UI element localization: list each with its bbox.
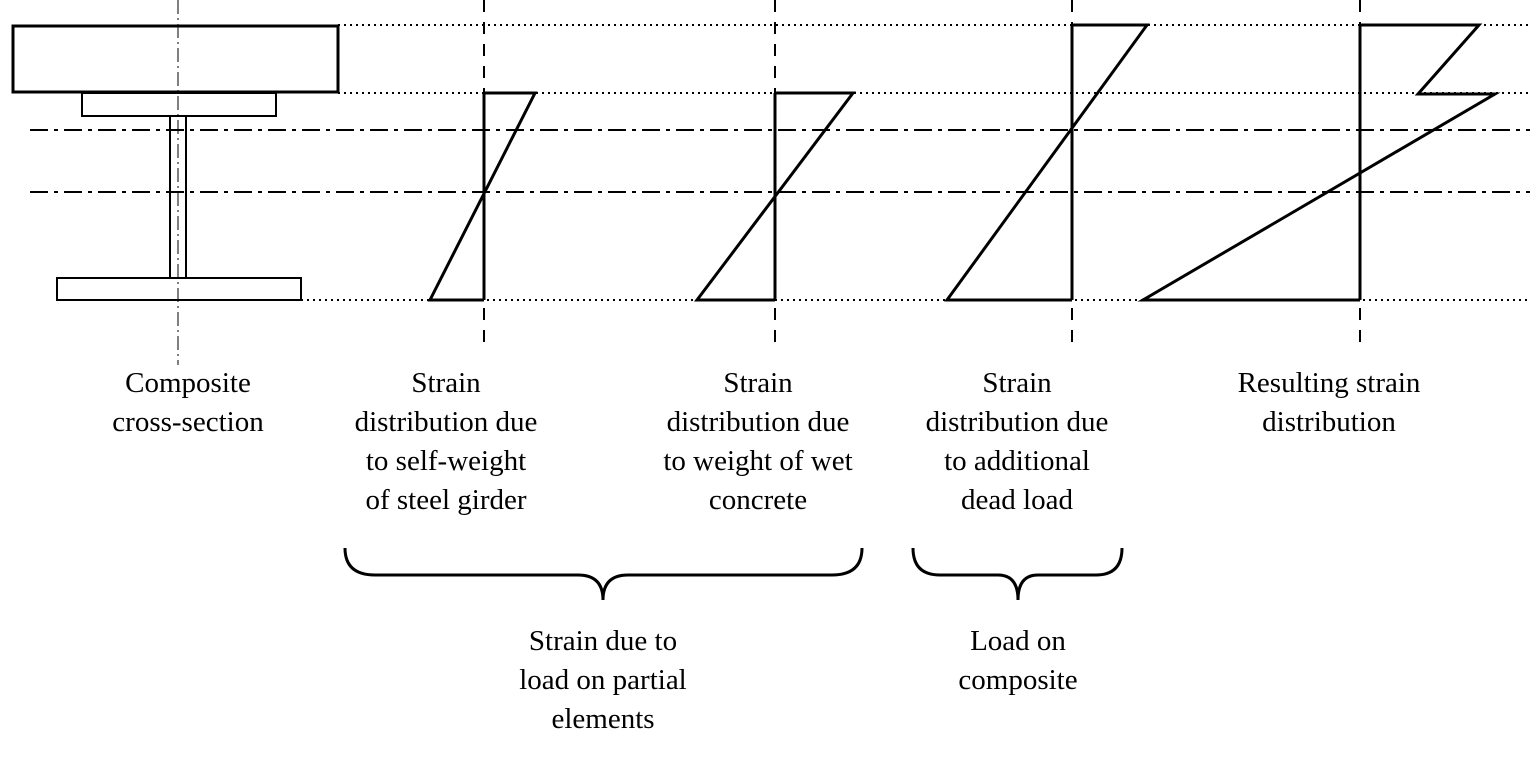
bottom-flange — [56, 277, 302, 301]
composite-cross-section — [11, 24, 340, 301]
composite-brace — [911, 547, 1124, 601]
partial-elements-brace — [343, 547, 864, 601]
label-self-weight: Strain distribution due to self-weight o… — [354, 367, 538, 516]
wet-concrete-strain — [693, 91, 857, 302]
resulting-strain — [1137, 23, 1501, 302]
dead-load-strain — [944, 23, 1150, 302]
label-partial-group: Strain due to load on partial elements — [519, 625, 687, 735]
label-dead-load: Strain distribution due to additional de… — [925, 367, 1109, 516]
label-resulting: Resulting strain distribution — [1237, 367, 1421, 438]
label-cross-section: Composite cross-section — [112, 367, 264, 438]
top-flange — [81, 92, 277, 117]
self-weight-strain — [427, 91, 538, 302]
concrete-slab — [11, 24, 340, 94]
label-composite-group: Load on composite — [958, 625, 1078, 696]
diagram-axes — [483, 0, 1361, 348]
neutral-axis-lines — [30, 129, 1530, 193]
label-wet-concrete: Strain distribution due to weight of wet… — [663, 367, 853, 516]
